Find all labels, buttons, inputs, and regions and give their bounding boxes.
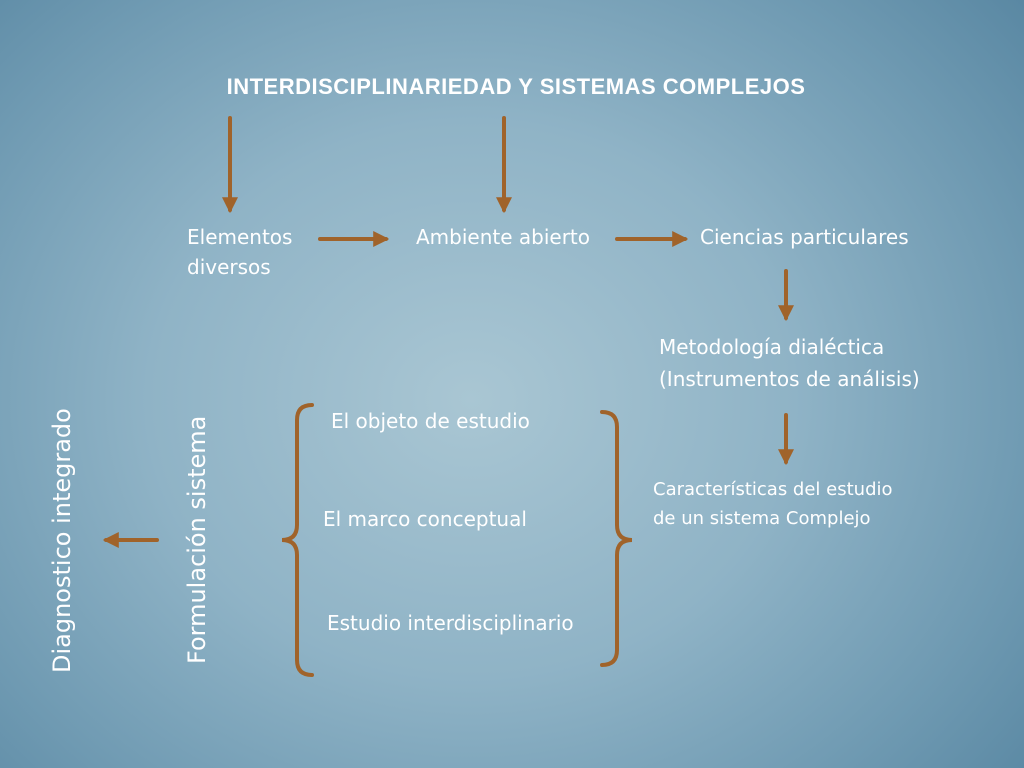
left-bracket xyxy=(281,403,314,677)
node-metodologia-line1: Metodología dialéctica xyxy=(659,335,885,359)
node-caracteristicas-line2: de un sistema Complejo xyxy=(653,508,871,529)
node-formulacion-sistema: Formulación sistema xyxy=(183,415,211,664)
node-diagnostico-integrado: Diagnostico integrado xyxy=(48,408,76,673)
node-metodologia-line2: (Instrumentos de análisis) xyxy=(659,367,920,391)
node-elementos-diversos: Elementos diversos xyxy=(187,222,292,282)
node-caracteristicas: Características del estudio de un sistem… xyxy=(653,475,893,533)
node-elementos-line2: diversos xyxy=(187,255,271,279)
node-ciencias-particulares: Ciencias particulares xyxy=(700,225,909,249)
node-objeto-estudio: El objeto de estudio xyxy=(331,409,530,433)
node-metodologia-dialectica: Metodología dialéctica (Instrumentos de … xyxy=(659,331,920,395)
right-bracket xyxy=(600,410,633,667)
node-marco-conceptual: El marco conceptual xyxy=(323,507,527,531)
diagram-title: INTERDISCIPLINARIEDAD Y SISTEMAS COMPLEJ… xyxy=(226,74,806,99)
node-elementos-line1: Elementos xyxy=(187,225,293,249)
node-caracteristicas-line1: Características del estudio xyxy=(653,479,893,500)
node-ambiente-abierto: Ambiente abierto xyxy=(416,225,591,249)
node-estudio-interdisciplinario: Estudio interdisciplinario xyxy=(327,611,574,635)
